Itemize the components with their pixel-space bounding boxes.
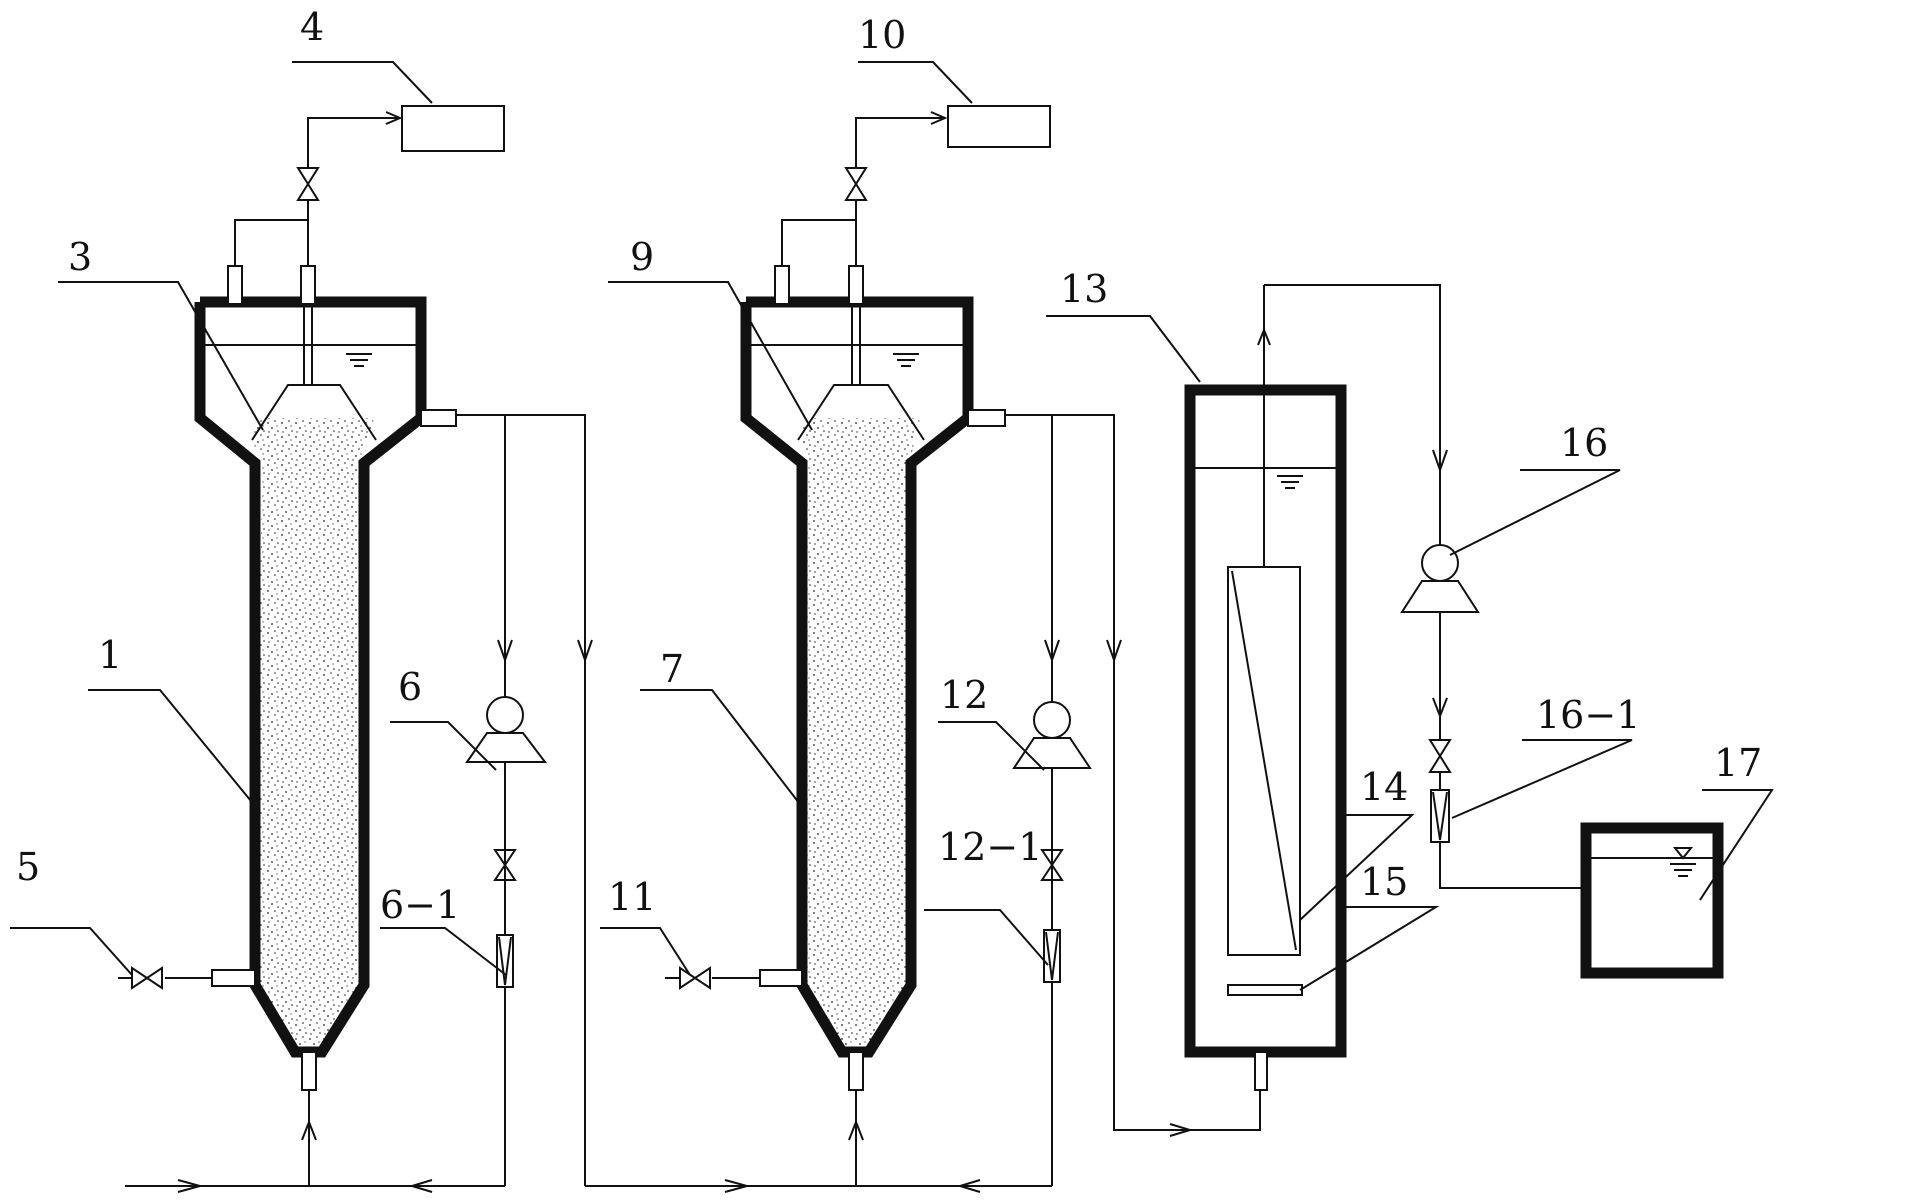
label-aerator: 15 [1360,860,1408,904]
gas-collector-1 [401,105,505,152]
reactor-1-packing [252,418,374,1050]
reactor-2 [585,105,1261,1193]
aerator-15 [1227,984,1303,996]
reactor-2-packing [800,418,920,1050]
reactor-1 [118,105,593,1193]
reactor-2-wall [740,296,974,1058]
valve-11-icon [679,966,711,990]
membrane-tank-13 [1184,284,1448,1091]
flowmeter-12-1-icon [1043,929,1061,983]
label-gas-collector-2: 10 [858,13,906,57]
valve-16-icon [1428,739,1452,773]
pump-12-icon [1012,701,1092,769]
label-pump-1: 6 [398,665,422,709]
pump-16-icon [1400,544,1480,613]
leader-lines [10,61,1774,991]
gas-valve-2-icon [844,167,868,201]
effluent-tank-17 [1580,822,1724,979]
label-membrane-module: 14 [1360,765,1408,809]
label-reactor-2: 7 [660,647,684,691]
water-level-icon [346,353,372,367]
label-flowmeter-2: 12−1 [938,825,1042,869]
valve-12-icon [1040,849,1064,881]
label-inlet-valve-1: 5 [16,845,40,889]
label-separator-1: 3 [68,235,92,279]
label-tank-13: 13 [1060,267,1108,311]
reactor-1-wall [194,296,427,1058]
label-inlet-valve-2: 11 [608,875,656,919]
water-level-icon [893,353,919,367]
flowmeter-6-1-icon [496,934,514,988]
separator-1-hood [251,384,377,441]
label-effluent-tank: 17 [1714,741,1762,785]
gas-valve-1-icon [296,167,320,201]
pump-16-line [1400,544,1724,979]
gas-collector-2 [947,105,1051,148]
label-flowmeter-3: 16−1 [1536,693,1640,737]
valve-6-icon [493,849,517,881]
label-pump-3: 16 [1560,421,1608,465]
water-level-icon [1670,847,1696,877]
labels: 1 3 4 5 6 6−1 7 9 10 11 12 12−1 13 14 15… [16,5,1762,927]
label-gas-collector-1: 4 [300,5,324,49]
label-reactor-1: 1 [98,633,122,677]
label-flowmeter-1: 6−1 [380,883,460,927]
label-separator-2: 9 [630,235,654,279]
valve-5-icon [131,966,163,990]
flowmeter-16-1-icon [1430,789,1450,843]
label-pump-2: 12 [940,673,988,717]
water-level-icon [1277,475,1303,489]
pump-6-icon [465,696,548,763]
